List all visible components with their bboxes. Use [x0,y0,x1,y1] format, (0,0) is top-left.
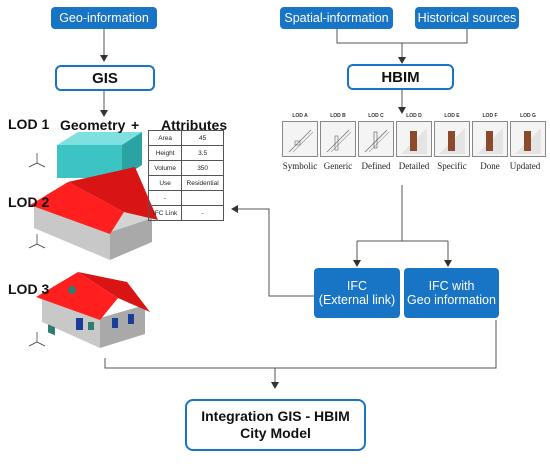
axis-icon-lod1 [28,153,46,168]
historical-sources-label: Historical sources [417,10,517,25]
lod3-house-model [36,272,150,348]
lod-2-label: LOD 2 [8,194,50,210]
stage-name: Detailed [398,161,430,171]
stage-panel-updated [510,121,546,157]
stage-name: Defined [361,161,391,171]
ifc-geo-line2: Geo information [407,293,496,307]
stage-name: Symbolic [282,161,318,171]
geo-information-box: Geo-information [51,7,157,29]
stage-name: Updated [509,161,541,171]
spatial-information-label: Spatial-information [284,10,389,25]
stage-panel-detailed [396,121,432,157]
attr-key: Height [147,145,183,161]
gis-box: GIS [55,65,155,91]
lod-1-label: LOD 1 [8,116,50,132]
stage-name: Generic [323,161,353,171]
attr-value: 45 [181,130,224,146]
stage-code: LOD C [368,113,384,119]
stage-panel-done [472,121,508,157]
ifc-geo-line1: IFC with [428,278,475,293]
lod1-box-model [57,132,142,178]
attr-key: Volume [147,160,183,176]
merge-line-sources [336,29,468,44]
attr-value: Residential [181,175,224,191]
arrow-ifc-to-attributes [231,205,314,297]
gis-label: GIS [92,69,118,87]
hbim-box: HBIM [347,64,454,90]
stage-name: Done [480,161,500,171]
table-row: IFC Link- [147,205,224,221]
stage-panel-defined [358,121,394,157]
attributes-header: Attributes [161,117,228,133]
stage-code: LOD G [520,113,536,119]
integration-line1: Integration GIS - HBIM [201,408,350,425]
geo-information-label: Geo-information [59,10,149,25]
attr-key: Use [147,175,183,191]
stage-code: LOD E [444,113,460,119]
historical-sources-box: Historical sources [415,7,519,29]
spatial-information-box: Spatial-information [280,7,393,29]
integration-gis-hbim-box: Integration GIS - HBIM City Model [185,399,366,451]
attr-key: Area [147,130,183,146]
integration-line2: City Model [240,425,311,441]
plus-sign: + [131,117,140,133]
axis-icon-lod2 [28,234,46,249]
stage-panel-generic [320,121,356,157]
ifc-external-line2: (External link) [318,293,396,307]
table-row: - [147,190,224,206]
ifc-external-link-box: IFC (External link) [314,268,400,318]
geometry-header: Geometry [60,117,126,133]
hbim-label: HBIM [381,68,420,86]
stage-panel-symbolic [282,121,318,157]
stage-code: LOD D [406,113,422,119]
lod-3-label: LOD 3 [8,281,50,297]
attr-key: IFC Link [147,205,183,221]
stage-panel-specific [434,121,470,157]
attr-value: 350 [181,160,224,176]
stage-code: LOD F [482,113,498,119]
axis-icon-lod3 [28,332,46,347]
lod2-house-model [30,167,158,260]
ifc-geo-information-box: IFC with Geo information [404,268,499,318]
attr-value: - [181,205,224,221]
attr-key: - [147,190,183,206]
stage-code: LOD A [292,113,308,119]
ifc-external-line1: IFC [346,278,368,293]
attr-value [181,190,224,206]
attr-value: 3.5 [181,145,224,161]
merge-line-bottom [104,320,497,369]
stage-code: LOD B [330,113,346,119]
stage-name: Specific [437,161,467,171]
